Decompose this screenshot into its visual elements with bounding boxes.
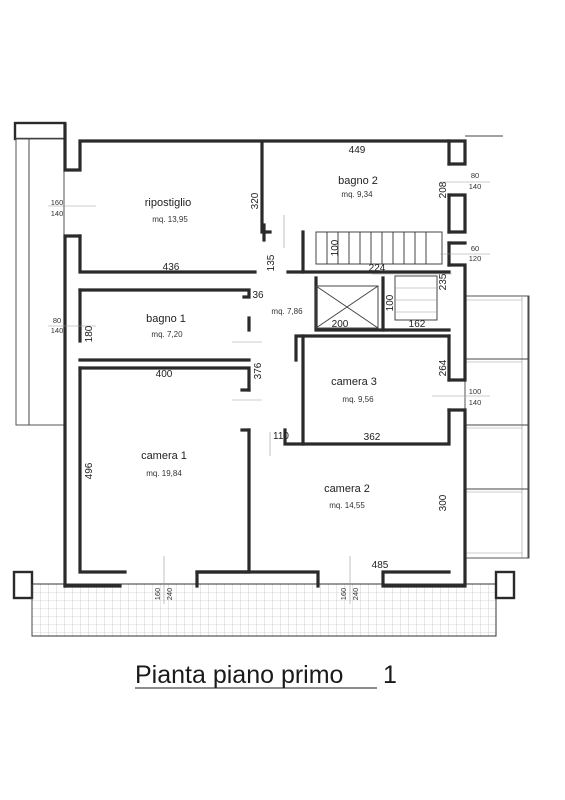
opening-left-mid-bottom: 140: [51, 326, 64, 335]
dim-110: 110: [273, 431, 289, 442]
dim-449: 449: [349, 145, 366, 156]
room-bagno2-name: bagno 2: [338, 175, 378, 187]
dim-135: 135: [266, 254, 277, 271]
dim-376: 376: [253, 362, 264, 379]
dim-436: 436: [163, 262, 180, 273]
room-bagno1-area: mq. 7,20: [151, 330, 183, 339]
opening-right-low-top: 100: [469, 387, 482, 396]
room-camera1-area: mq. 19,84: [146, 469, 182, 478]
left-balcony: [13, 121, 67, 426]
dim-485: 485: [372, 560, 389, 571]
opening-ticks: [48, 181, 490, 604]
opening-right-top-bottom: 140: [469, 182, 482, 191]
dim-100-landing: 100: [385, 294, 396, 311]
plan-title-number: 1: [383, 661, 397, 689]
room-camera1-name: camera 1: [141, 450, 187, 462]
dim-208: 208: [438, 181, 449, 198]
room-bagno1-name: bagno 1: [146, 313, 186, 325]
opening-left-top-bottom: 140: [51, 209, 64, 218]
dim-224: 224: [369, 263, 386, 274]
opening-bottom-right-top: 160: [339, 588, 348, 601]
opening-bottom-left-top: 160: [153, 588, 162, 601]
room-camera2-area: mq. 14,55: [329, 501, 365, 510]
room-corridoio-area: mq. 7,86: [271, 307, 303, 316]
exterior-walls: [63, 122, 503, 588]
terrace: [12, 570, 516, 637]
plan-title-text: Pianta piano primo: [135, 661, 343, 689]
opening-bottom-left-bottom: 240: [165, 588, 174, 601]
plan-title: Pianta piano primo 1: [135, 661, 397, 689]
dim-320: 320: [250, 192, 261, 209]
opening-left-top-top: 160: [51, 198, 64, 207]
room-ripostiglio-name: ripostiglio: [145, 197, 191, 209]
room-ripostiglio-area: mq. 13,95: [152, 215, 188, 224]
dim-162: 162: [409, 319, 426, 330]
dim-36: 36: [252, 290, 264, 301]
room-bagno2-area: mq. 9,34: [341, 190, 373, 199]
opening-right-mid-top: 60: [471, 244, 479, 253]
dim-235: 235: [438, 273, 449, 290]
opening-right-low-bottom: 140: [469, 398, 482, 407]
room-camera3-area: mq. 9,56: [342, 395, 374, 404]
dim-180: 180: [84, 325, 95, 342]
interior-walls: [78, 139, 451, 574]
opening-right-top-top: 80: [471, 171, 479, 180]
dim-100-stairs: 100: [330, 239, 341, 256]
dim-362: 362: [364, 432, 381, 443]
right-balcony: [464, 295, 530, 559]
dim-300: 300: [438, 494, 449, 511]
opening-left-mid-top: 80: [53, 316, 61, 325]
dim-496: 496: [84, 462, 95, 479]
dim-400: 400: [156, 369, 173, 380]
room-camera3-name: camera 3: [331, 376, 377, 388]
opening-right-mid-bottom: 120: [469, 254, 482, 263]
room-camera2-name: camera 2: [324, 483, 370, 495]
dim-264: 264: [438, 359, 449, 376]
staircase: [315, 231, 443, 329]
opening-bottom-right-bottom: 240: [351, 588, 360, 601]
dim-200: 200: [332, 319, 349, 330]
